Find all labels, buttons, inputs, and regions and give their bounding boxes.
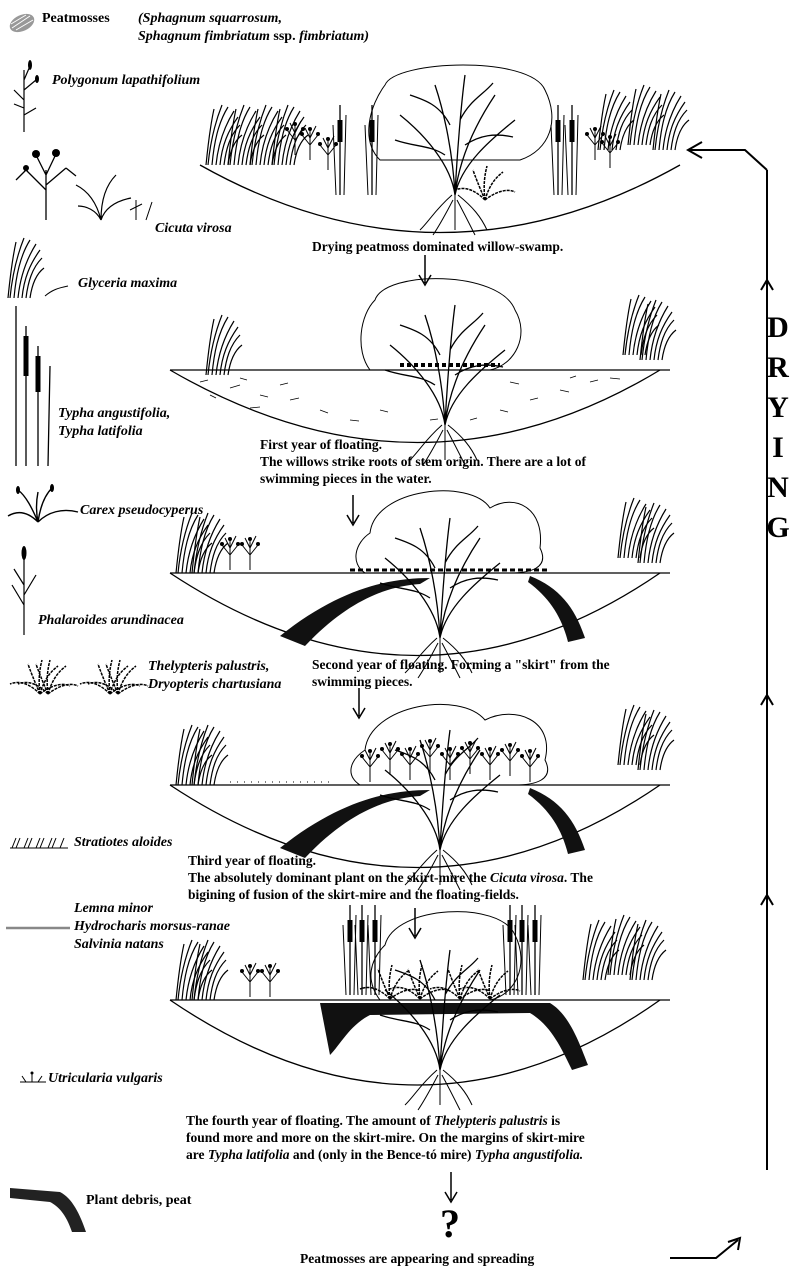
stage3-caption-1: Second year of floating. Forming a "skir… xyxy=(312,656,610,673)
legend-debris: Plant debris, peat xyxy=(86,1192,191,1210)
final-question-mark: ? xyxy=(430,1200,470,1247)
legend-lemna-3: Salvinia natans xyxy=(74,936,164,954)
stage2-caption-2: The willows strike roots of stem origin.… xyxy=(260,453,586,470)
stage4-caption-2: The absolutely dominant plant on the ski… xyxy=(188,869,593,886)
stage2-diagram xyxy=(170,270,670,450)
stage4-caption-1: Third year of floating. xyxy=(188,852,316,869)
legend-polygonum: Polygonum lapathifolium xyxy=(52,72,200,90)
carex-plant-icon xyxy=(8,482,80,522)
stage5-caption-1: The fourth year of floating. The amount … xyxy=(186,1112,560,1129)
down-arrow-3 xyxy=(352,688,366,720)
legend-peatmosses-species-2: Sphagnum fimbriatum ssp. fimbriatum) xyxy=(138,28,369,46)
peat-debris-icon xyxy=(10,1188,90,1232)
legend-phalaroides: Phalaroides arundinacea xyxy=(38,612,184,630)
thelypteris-fern-icon xyxy=(8,650,148,696)
stage3-diagram xyxy=(170,478,670,668)
legend-peatmosses-species-1: (Sphagnum squarrosum, xyxy=(138,10,282,28)
cicuta-plant-icon xyxy=(6,140,166,220)
legend-typha-2: Typha latifolia xyxy=(58,423,143,441)
stage5-caption-2: found more and more on the skirt-mire. O… xyxy=(186,1129,585,1146)
stage1-diagram xyxy=(200,60,680,240)
stratiotes-plant-icon xyxy=(10,836,70,850)
stage2-caption-3: swimming pieces in the water. xyxy=(260,470,432,487)
legend-utricularia: Utricularia vulgaris xyxy=(48,1070,163,1088)
legend-glyceria: Glyceria maxima xyxy=(78,275,177,293)
legend-stratiotes: Stratiotes aloides xyxy=(74,834,172,852)
utricularia-plant-icon xyxy=(18,1072,48,1086)
drying-letter-r: R xyxy=(758,348,798,388)
drying-label: D R Y I N G xyxy=(758,308,798,548)
legend-typha-1: Typha angustifolia, xyxy=(58,405,170,423)
stage5-caption-3: are Typha latifolia and (only in the Ben… xyxy=(186,1146,583,1163)
polygonum-plant-icon xyxy=(10,60,46,132)
lemna-line-icon xyxy=(6,926,70,930)
legend-lemna-1: Lemna minor xyxy=(74,900,153,918)
drying-letter-d: D xyxy=(758,308,798,348)
peatmoss-swatch-icon xyxy=(8,12,38,34)
drying-letter-y: Y xyxy=(758,388,798,428)
stage1-caption: Drying peatmoss dominated willow-swamp. xyxy=(312,238,563,255)
phalaroides-plant-icon xyxy=(10,545,40,635)
stage2-caption-1: First year of floating. xyxy=(260,436,382,453)
glyceria-plant-icon xyxy=(10,230,80,300)
down-arrow-1 xyxy=(418,255,432,287)
down-arrow-4 xyxy=(408,908,422,940)
drying-letter-n: N xyxy=(758,468,798,508)
down-arrow-2 xyxy=(346,495,360,527)
legend-peatmosses: Peatmosses xyxy=(42,10,110,28)
drying-letter-g: G xyxy=(758,508,798,548)
final-caption: Peatmosses are appearing and spreading xyxy=(300,1250,534,1267)
typha-plant-icon xyxy=(8,306,58,466)
stage4-caption-3: bigining of fusion of the skirt-mire and… xyxy=(188,886,519,903)
drying-letter-i: I xyxy=(758,428,798,468)
